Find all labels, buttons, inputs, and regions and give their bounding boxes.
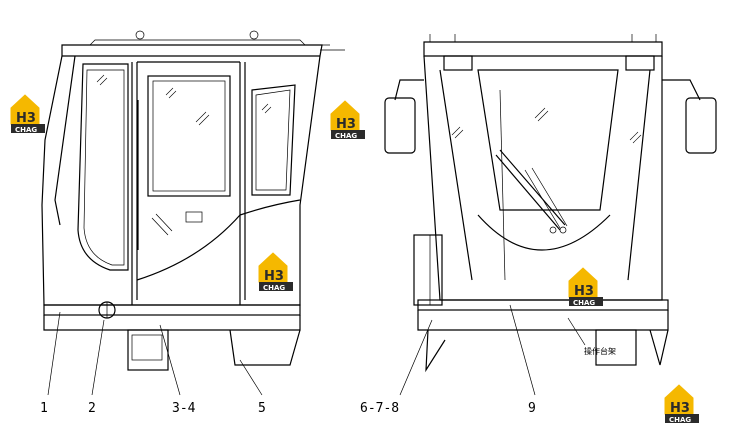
logo-icon: H3 CHAG: [258, 252, 293, 292]
logo-text: CHAG: [669, 416, 691, 424]
logo-text: CHAG: [335, 132, 357, 140]
annotation-label: 操作台架: [584, 346, 616, 356]
side-view: [41, 30, 345, 396]
callout-9: 9: [528, 401, 536, 416]
logo-icon: H3 CHAG: [664, 384, 699, 424]
logo-text: CHAG: [263, 284, 285, 292]
logo-text: CHAG: [15, 126, 37, 134]
callout-1: 1: [40, 401, 48, 416]
callout-5: 5: [258, 401, 266, 416]
logo-icon: H3 CHAG: [568, 267, 603, 307]
callout-2: 2: [88, 401, 96, 416]
logo-letters: H3: [336, 117, 356, 132]
logo-text: CHAG: [573, 299, 595, 307]
logo-letters: H3: [670, 401, 690, 416]
callout-3-4: 3-4: [172, 401, 196, 416]
front-view: [384, 34, 717, 396]
logo-icon: H3 CHAG: [10, 94, 45, 134]
logo-letters: H3: [264, 269, 284, 284]
logo-letters: H3: [16, 111, 36, 126]
logo-letters: H3: [574, 284, 594, 299]
callout-6-7-8: 6-7-8: [360, 401, 399, 416]
logo-icon: H3 CHAG: [330, 100, 365, 140]
